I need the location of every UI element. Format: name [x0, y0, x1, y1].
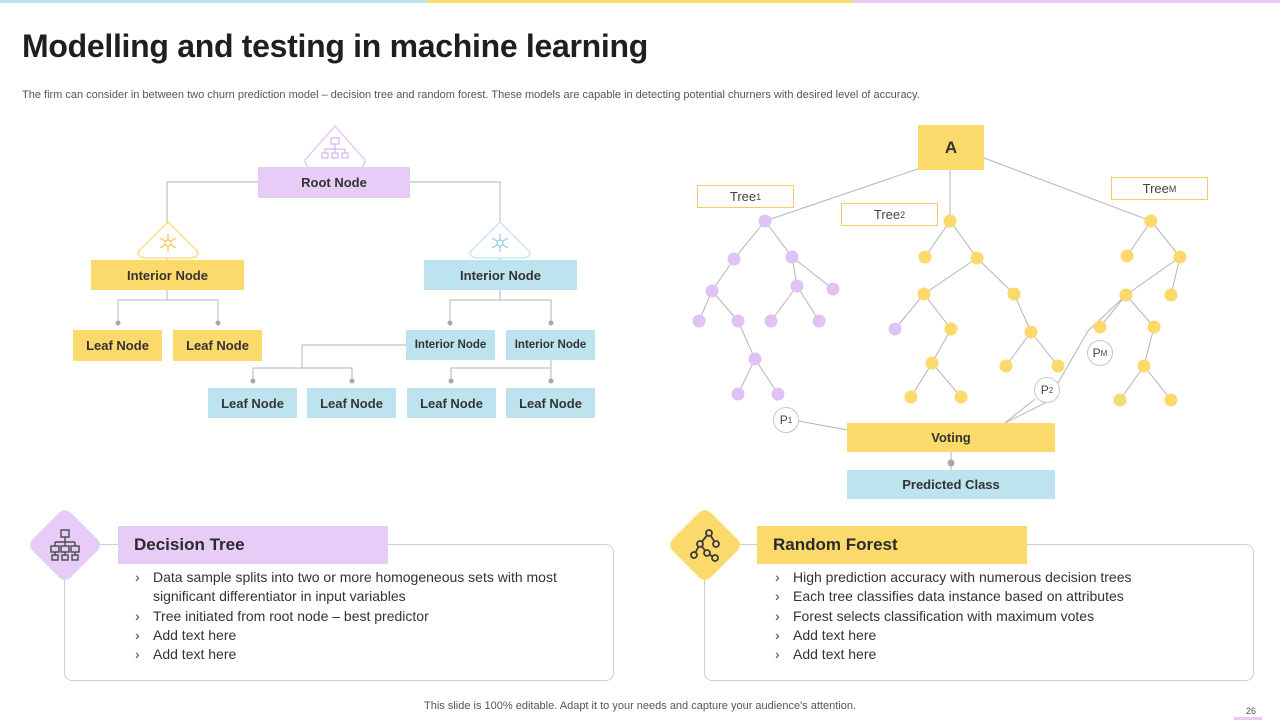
list-item: Add text here: [133, 626, 593, 646]
tree2-and-treem-nodes: [904, 214, 1187, 407]
decision-tree-bullets: Data sample splits into two or more homo…: [133, 568, 593, 665]
list-item: Forest selects classification with maxim…: [773, 607, 1233, 627]
tree-graph-icon: [690, 529, 720, 562]
list-item: Add text here: [773, 645, 1233, 665]
root-node: Root Node: [258, 167, 410, 198]
forest-input-node: A: [918, 125, 984, 170]
leaf-node: Leaf Node: [307, 388, 396, 418]
footer-note: This slide is 100% editable. Adapt it to…: [424, 700, 856, 712]
list-item: Data sample splits into two or more homo…: [133, 568, 593, 607]
leaf-node: Leaf Node: [73, 330, 162, 361]
top-accent-bar-purple: [853, 0, 1280, 3]
list-item: Each tree classifies data instance based…: [773, 587, 1233, 607]
hierarchy-icon: [50, 529, 80, 561]
predicted-class-box: Predicted Class: [847, 470, 1055, 499]
page-subtitle: The firm can consider in between two chu…: [22, 89, 920, 101]
leaf-node: Leaf Node: [208, 388, 297, 418]
interior-node-left: Interior Node: [91, 260, 244, 290]
top-accent-bar-yellow: [427, 0, 853, 3]
leaf-node: Leaf Node: [173, 330, 262, 361]
interior-node-sub: Interior Node: [506, 330, 595, 360]
leaf-node: Leaf Node: [506, 388, 595, 418]
page-number: 26: [1245, 706, 1256, 716]
decision-tree-title: Decision Tree: [118, 526, 388, 564]
interior-node-right: Interior Node: [424, 260, 577, 290]
voting-box: Voting: [847, 423, 1055, 452]
list-item: Add text here: [133, 645, 593, 665]
interior-node-sub: Interior Node: [406, 330, 495, 360]
list-item: Add text here: [773, 626, 1233, 646]
random-forest-title: Random Forest: [757, 526, 1027, 564]
list-item: Tree initiated from root node – best pre…: [133, 607, 593, 627]
random-forest-bullets: High prediction accuracy with numerous d…: [773, 568, 1233, 665]
tree1-nodes: [692, 214, 902, 401]
top-accent-bar-blue: [0, 0, 427, 3]
page-number-underline: [1234, 717, 1262, 720]
snowflake-icon: [469, 221, 531, 259]
list-item: High prediction accuracy with numerous d…: [773, 568, 1233, 588]
leaf-node: Leaf Node: [407, 388, 496, 418]
hierarchy-icon: [304, 125, 366, 169]
page-title: Modelling and testing in machine learnin…: [22, 28, 648, 64]
snowflake-icon: [137, 221, 199, 259]
